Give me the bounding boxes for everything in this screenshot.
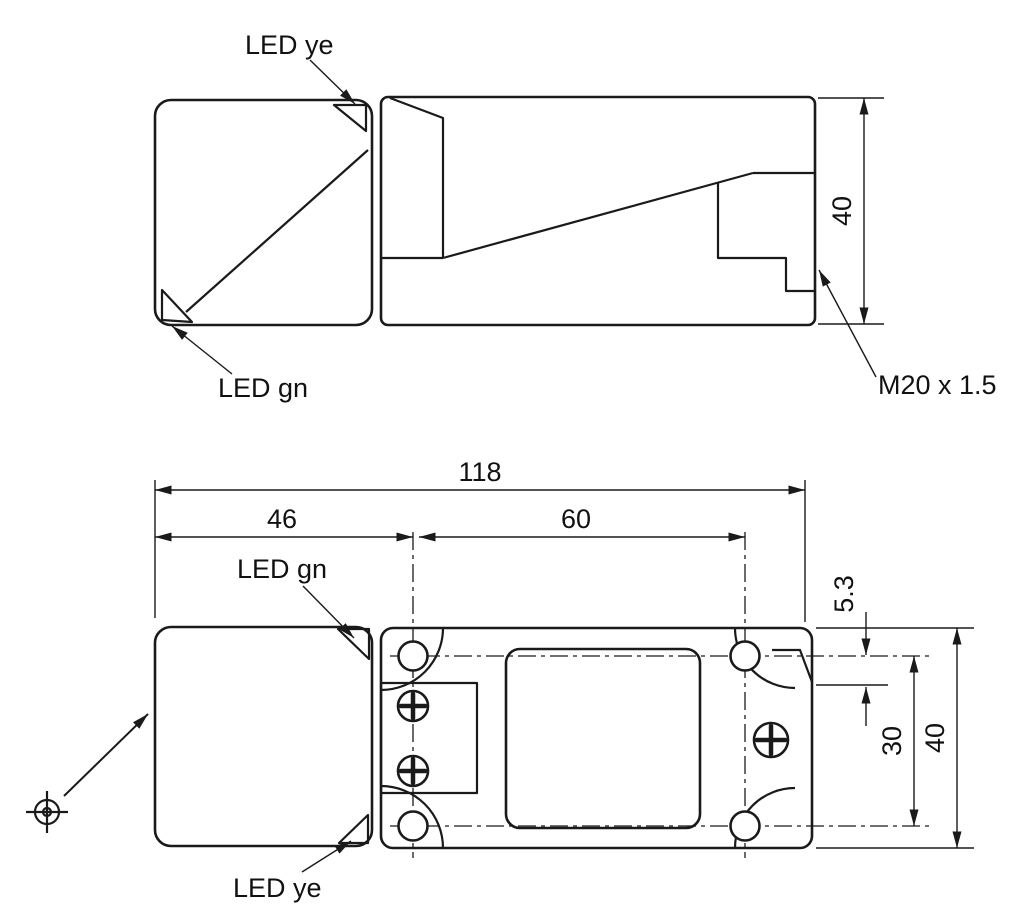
led-ye-top-label: LED ye (233, 873, 322, 903)
mount-hole-top-left (397, 640, 429, 672)
body-internal-edge-front (389, 96, 445, 258)
head-diagonal-edge (185, 149, 369, 313)
sensing-direction-arrow (63, 713, 149, 797)
led-gn-mark-top (336, 627, 371, 661)
overall-length-text: 118 (458, 457, 501, 487)
led-ye-side-leader (309, 59, 356, 105)
thread-spec-label: M20 x 1.5 (878, 370, 997, 400)
led-ye-mark-side (332, 103, 368, 133)
step-dim-text: 5.3 (829, 575, 859, 613)
dimension-overall-118: 118 (154, 457, 806, 622)
height-dim-text: 40 (827, 196, 857, 226)
head-length-text: 46 (267, 504, 297, 534)
terminal-screw-upper (396, 689, 430, 723)
side-view: LED ye LED gn M20 x 1.5 40 (153, 30, 997, 403)
led-ye-mark-top (337, 813, 370, 845)
mount-ear-arc-bottom-left (380, 784, 445, 849)
hole-spacing-x-text: 60 (561, 504, 591, 534)
terminal-block-outline (379, 681, 479, 795)
width-dim-text: 40 (920, 723, 950, 753)
dimension-head-46: 46 (155, 504, 413, 542)
terminal-cover-outline (504, 647, 702, 830)
sensor-body-side-outline (379, 95, 817, 327)
mount-hole-bottom-left (397, 810, 429, 842)
led-gn-side-leader (171, 325, 233, 375)
led-gn-top-label: LED gn (237, 554, 327, 584)
sensor-head-top-outline (153, 625, 374, 848)
dimension-holes-30: 30 (877, 656, 919, 826)
mount-ear-arc-top-left (380, 627, 445, 692)
sensor-head-side-outline (153, 98, 374, 327)
sensing-target-symbol (26, 791, 68, 833)
led-ye-top-leader (301, 840, 352, 873)
body-internal-diagonal (442, 171, 754, 260)
top-view: 118 46 60 5.3 30 40 (26, 457, 974, 903)
led-gn-mark-side (160, 288, 194, 324)
led-ye-side-label: LED ye (245, 30, 334, 60)
terminal-screw-lower (396, 754, 430, 788)
mount-hole-top-right (729, 640, 761, 672)
dimension-holes-60: 60 (419, 504, 745, 542)
mount-hole-bottom-right (729, 810, 761, 842)
body-step-edge (772, 648, 814, 683)
led-gn-side-label: LED gn (218, 373, 308, 403)
mount-ear-arc-top-right (733, 627, 796, 690)
dimension-height-40-side: 40 (818, 97, 884, 325)
cover-screw (752, 721, 790, 759)
dimension-step-5-3: 5.3 (816, 575, 888, 726)
hole-spacing-y-text: 30 (877, 726, 907, 756)
dimension-width-40: 40 (816, 627, 974, 849)
led-gn-top-leader (302, 585, 355, 639)
body-internal-step (716, 182, 815, 293)
